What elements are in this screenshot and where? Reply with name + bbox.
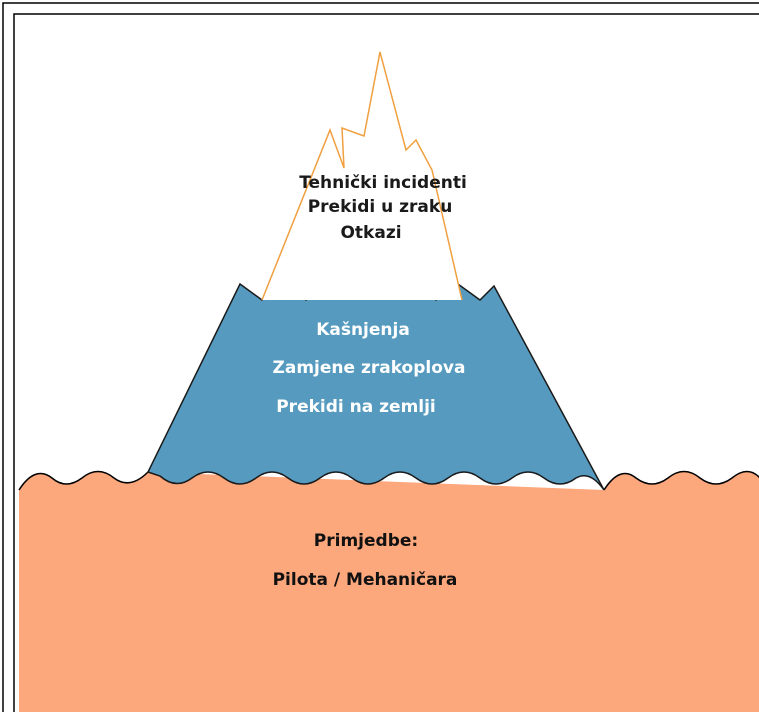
middle-label-2: Zamjene zrakoplova: [272, 358, 466, 378]
tip-label-2: Prekidi u zraku: [307, 197, 453, 217]
base-label-2: Pilota / Mehaničara: [272, 570, 458, 590]
base-label-1: Primjedbe:: [313, 531, 419, 551]
iceberg-tip: [261, 51, 463, 301]
waterline-right: [603, 470, 759, 491]
water-base-region: [19, 471, 759, 712]
middle-label-3: Prekidi na zemlji: [276, 397, 436, 417]
tip-label-3: Otkazi: [340, 223, 402, 243]
waterline: [18, 470, 149, 491]
iceberg-middle: [146, 282, 605, 491]
inner-border: [13, 13, 759, 712]
middle-label-1: Kašnjenja: [316, 320, 410, 340]
tip-label-1: Tehnički incidenti: [299, 173, 467, 193]
